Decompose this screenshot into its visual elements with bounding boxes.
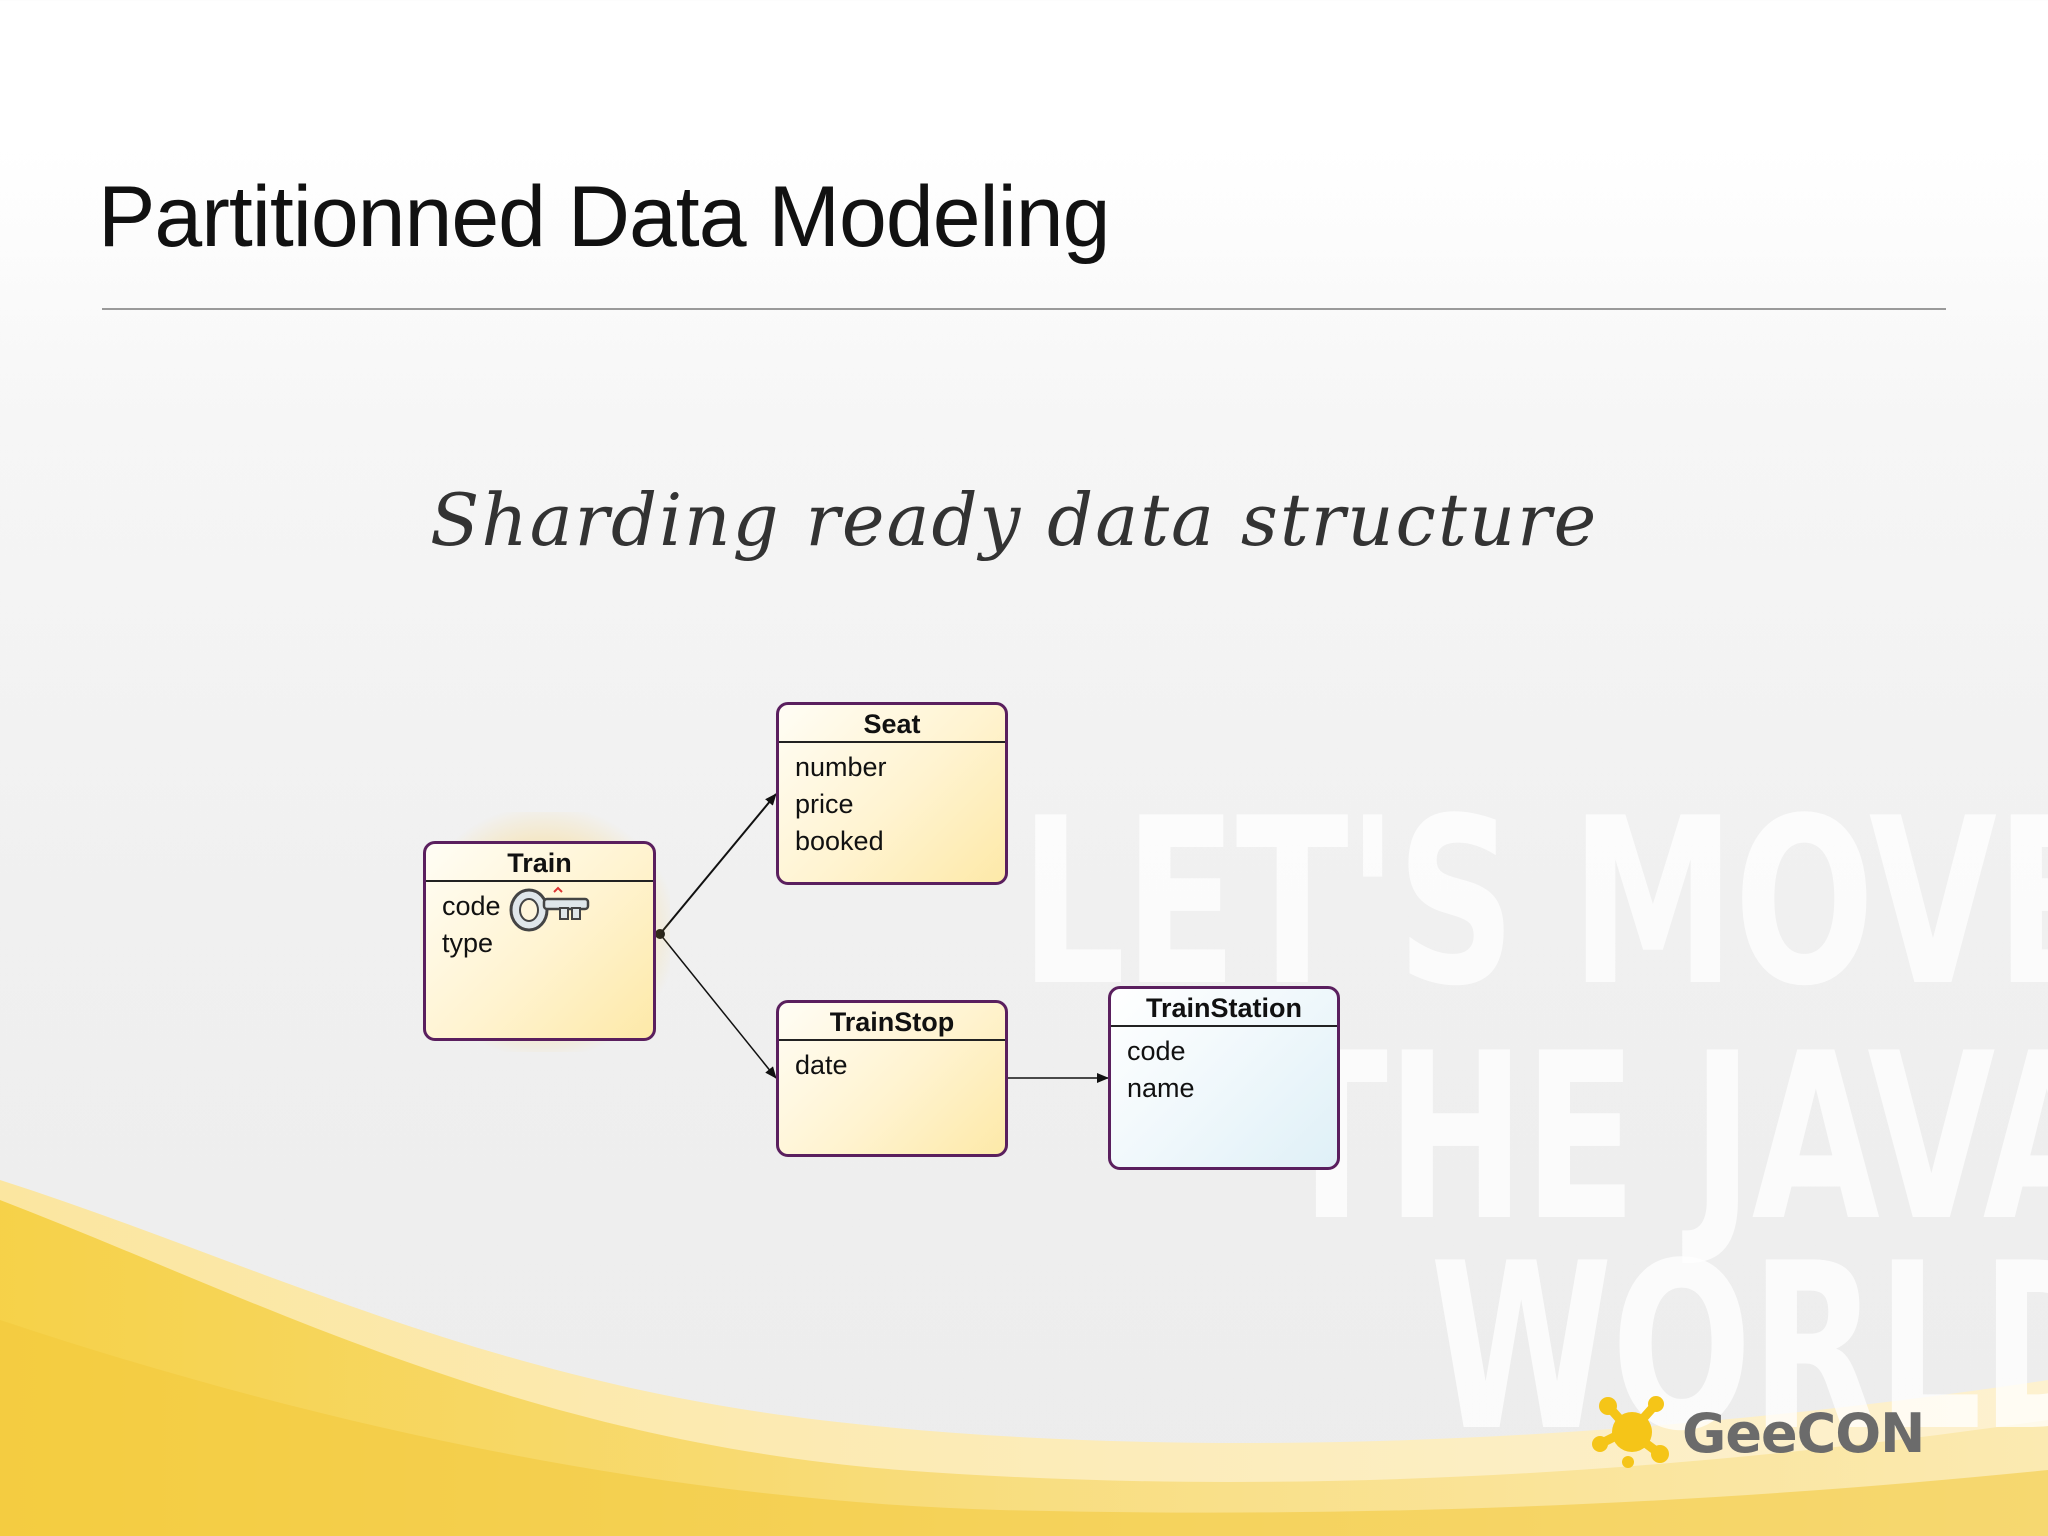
slide-subtitle: Sharding ready data structure (430, 478, 1599, 562)
entity-attribute: code (1127, 1036, 1186, 1066)
geecon-splat-icon (1592, 1396, 1669, 1468)
entity-attribute: code (442, 891, 501, 921)
entity-attribute: number (795, 752, 887, 782)
entity-trainstation[interactable]: TrainStation code name (1108, 986, 1340, 1170)
entity-trainstop[interactable]: TrainStop date (776, 1000, 1008, 1157)
entity-title: TrainStop (779, 1003, 1005, 1041)
key-icon (509, 886, 590, 932)
entity-title: Seat (779, 705, 1005, 743)
entity-train[interactable]: Train code type (423, 841, 656, 1041)
watermark-line: WORLD (1430, 1215, 2048, 1482)
connector-train-trainstop (659, 933, 777, 1079)
title-divider (102, 308, 1946, 310)
logo-text: GeeCON (1682, 1402, 1925, 1465)
entity-attribute: date (795, 1050, 848, 1080)
entity-seat[interactable]: Seat number price booked (776, 702, 1008, 885)
watermark-line: THE JAVA (1275, 1005, 2048, 1272)
entity-title: TrainStation (1111, 989, 1337, 1027)
slide-title: Partitionned Data Modeling (98, 169, 1110, 265)
connector-train-seat (659, 793, 777, 935)
entity-title: Train (426, 844, 653, 882)
entity-attribute: type (442, 928, 494, 958)
entity-attribute: booked (795, 826, 884, 856)
entity-attribute: name (1127, 1073, 1195, 1103)
entity-attribute: price (795, 789, 854, 819)
